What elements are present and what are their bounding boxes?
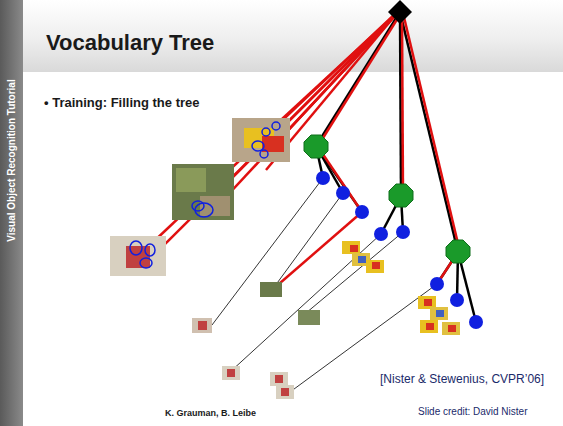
bullet-point: • Training: Filling the tree bbox=[44, 95, 200, 110]
slide-credit: Slide credit: David Nister bbox=[418, 406, 527, 417]
author-footer: K. Grauman, B. Leibe bbox=[165, 408, 256, 418]
sidebar-title: Visual Object Recognition Tutorial bbox=[6, 79, 17, 241]
slide-title: Vocabulary Tree bbox=[46, 30, 214, 56]
citation: [Nister & Stewenius, CVPR’06] bbox=[380, 372, 544, 386]
